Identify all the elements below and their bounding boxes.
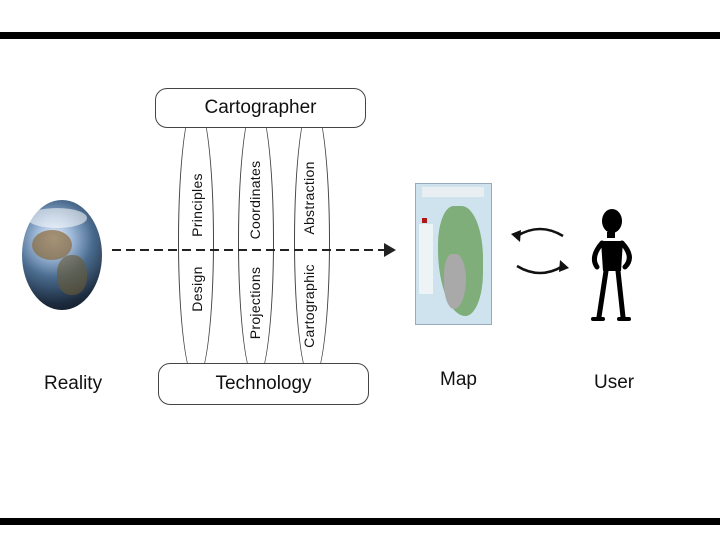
cartographer-box: Cartographer xyxy=(155,88,366,128)
circular-arrows-icon xyxy=(511,227,569,275)
earth-globe-icon xyxy=(22,200,102,310)
stick-figure-person-icon xyxy=(591,209,632,321)
map-thumbnail-icon xyxy=(415,183,492,325)
reality-label: Reality xyxy=(44,373,103,394)
lens-1-upper-text: Principles xyxy=(189,173,205,237)
lens-cartographic-abstraction xyxy=(294,100,330,382)
bottom-rule xyxy=(0,518,720,525)
lens-2-lower-text: Projections xyxy=(247,266,263,340)
lens-1-lower-text: Design xyxy=(189,266,205,312)
lens-2-upper-text: Coordinates xyxy=(247,160,263,240)
map-label: Map xyxy=(440,369,477,390)
user-label: User xyxy=(594,372,635,393)
technology-box: Technology xyxy=(158,363,369,405)
lens-3-lower-text: Cartographic xyxy=(301,264,317,348)
lens-projections-coordinates xyxy=(238,100,274,382)
lens-design-principles xyxy=(178,100,214,382)
top-rule xyxy=(0,32,720,39)
lens-3-upper-text: Abstraction xyxy=(301,161,317,235)
